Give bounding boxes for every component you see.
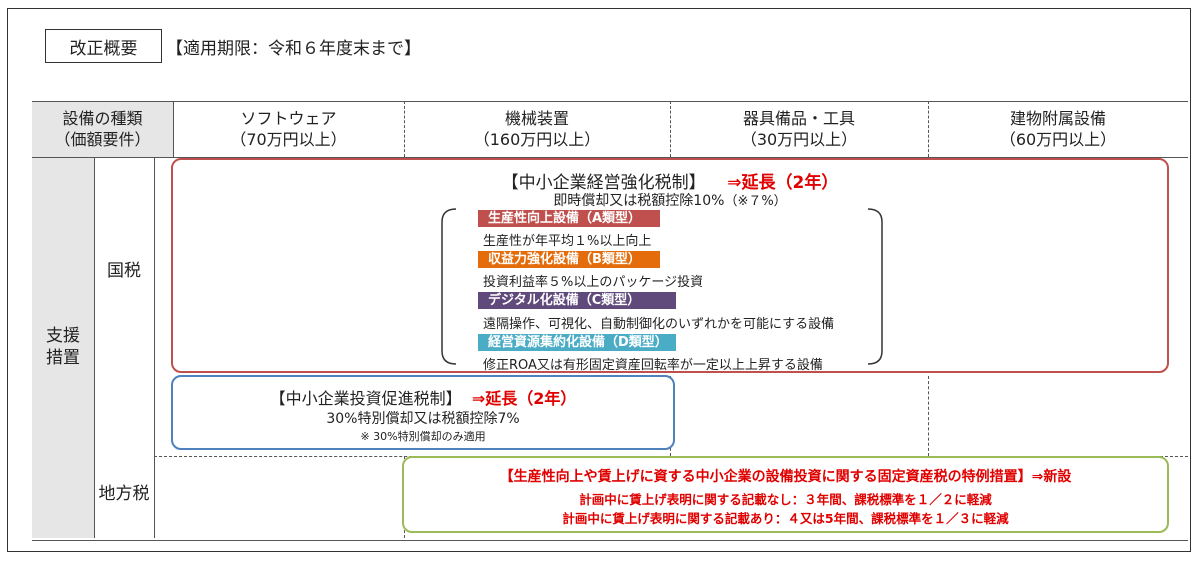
column-software: ソフトウェア （70万円以上） [173, 101, 404, 157]
page-title: 改正概要 [45, 29, 162, 63]
price-requirement-label: （価額要件） [54, 130, 151, 149]
note-text: （※７%） [724, 194, 787, 209]
fixed-asset-tax-box [402, 456, 1169, 533]
fixed-asset-line-1: 計画中に賃上げ表明に関する記載なし：３年間、課税標準を１／２に軽減 [579, 492, 992, 507]
type-d-desc: 修正ROA又は有形固定資産回転率が一定以上上昇する設備 [483, 358, 823, 373]
column-name: 器具備品・工具 [742, 109, 855, 128]
support-line: 措置 [46, 348, 80, 368]
column-requirement: （30万円以上） [740, 130, 858, 149]
type-b-tag: 収益力強化設備（B類型） [478, 251, 660, 268]
header-divider [173, 101, 174, 157]
sme-management-title: 【中小企業経営強化税制】 [501, 173, 706, 193]
measures-table [32, 101, 1188, 541]
type-a-desc: 生産性が年平均１%以上向上 [483, 234, 652, 249]
local-tax-label: 地方税 [98, 484, 150, 504]
sme-investment-note: ※ 30%特別償却のみ適用 [360, 430, 486, 443]
sme-investment-title: 【中小企業投資促進税制】 [269, 389, 462, 408]
column-machinery: 機械装置 （160万円以上） [404, 101, 670, 157]
row-divider [94, 157, 95, 538]
column-divider [404, 101, 405, 157]
extension-label: ⇒延長（2年） [471, 389, 577, 408]
fixed-asset-tax-title: 【生産性向上や賃上げに資する中小企業の設備投資に関する固定資産税の特例措置】⇒新… [499, 469, 1072, 485]
left-bracket [441, 208, 457, 365]
column-name: 機械装置 [504, 109, 569, 128]
type-c-tag: デジタル化設備（C類型） [478, 292, 676, 309]
outer-frame [7, 8, 1191, 552]
column-name: ソフトウェア [240, 109, 337, 128]
sme-investment-box [171, 375, 675, 450]
sme-investment-subtitle: 30%特別償却又は税額控除7% [326, 411, 520, 427]
sme-management-subtitle: 即時償却又は税額控除10%（※７%） [171, 190, 1169, 210]
column-requirement: （70万円以上） [230, 130, 347, 149]
header-shade [32, 102, 173, 157]
extension-label: ⇒延長（2年） [727, 173, 839, 193]
type-c-desc: 遠隔操作、可視化、自動制御化のいずれかを可能にする設備 [483, 317, 835, 332]
column-divider [928, 376, 929, 456]
support-line: 支援 [46, 326, 80, 346]
type-b-desc: 投資利益率５%以上のパッケージ投資 [483, 275, 704, 290]
application-period: 【適用期限：令和６年度末まで】 [166, 39, 421, 59]
right-bracket [867, 208, 883, 365]
column-divider [670, 101, 671, 157]
fixed-asset-line-2: 計画中に賃上げ表明に関する記載あり：４又は5年間、課税標準を１／３に軽減 [562, 511, 1009, 526]
sme-management-heading: 【中小企業経営強化税制】 ⇒延長（2年） [171, 168, 1169, 193]
equipment-type-header: 設備の種類 （価額要件） [32, 101, 173, 157]
type-d-tag: 経営資源集約化設備（D類型） [478, 334, 676, 351]
type-a-tag: 生産性向上設備（A類型） [478, 210, 660, 227]
support-shade [32, 157, 94, 538]
national-tax-label: 国税 [107, 261, 141, 281]
column-building: 建物附属設備 （60万円以上） [928, 101, 1188, 157]
column-requirement: （60万円以上） [999, 130, 1117, 149]
header-bottom-line [32, 157, 1188, 158]
sme-investment-heading: 【中小企業投資促進税制】 ⇒延長（2年） [171, 385, 675, 409]
column-name: 建物附属設備 [1009, 109, 1106, 128]
column-requirement: （160万円以上） [473, 130, 601, 149]
support-measures-label: 支援 措置 [32, 325, 94, 369]
equipment-type-label: 設備の種類 [62, 109, 143, 128]
column-divider [928, 101, 929, 157]
subtitle-text: 即時償却又は税額控除10% [553, 193, 725, 209]
row-divider [154, 157, 155, 538]
column-tools: 器具備品・工具 （30万円以上） [670, 101, 928, 157]
